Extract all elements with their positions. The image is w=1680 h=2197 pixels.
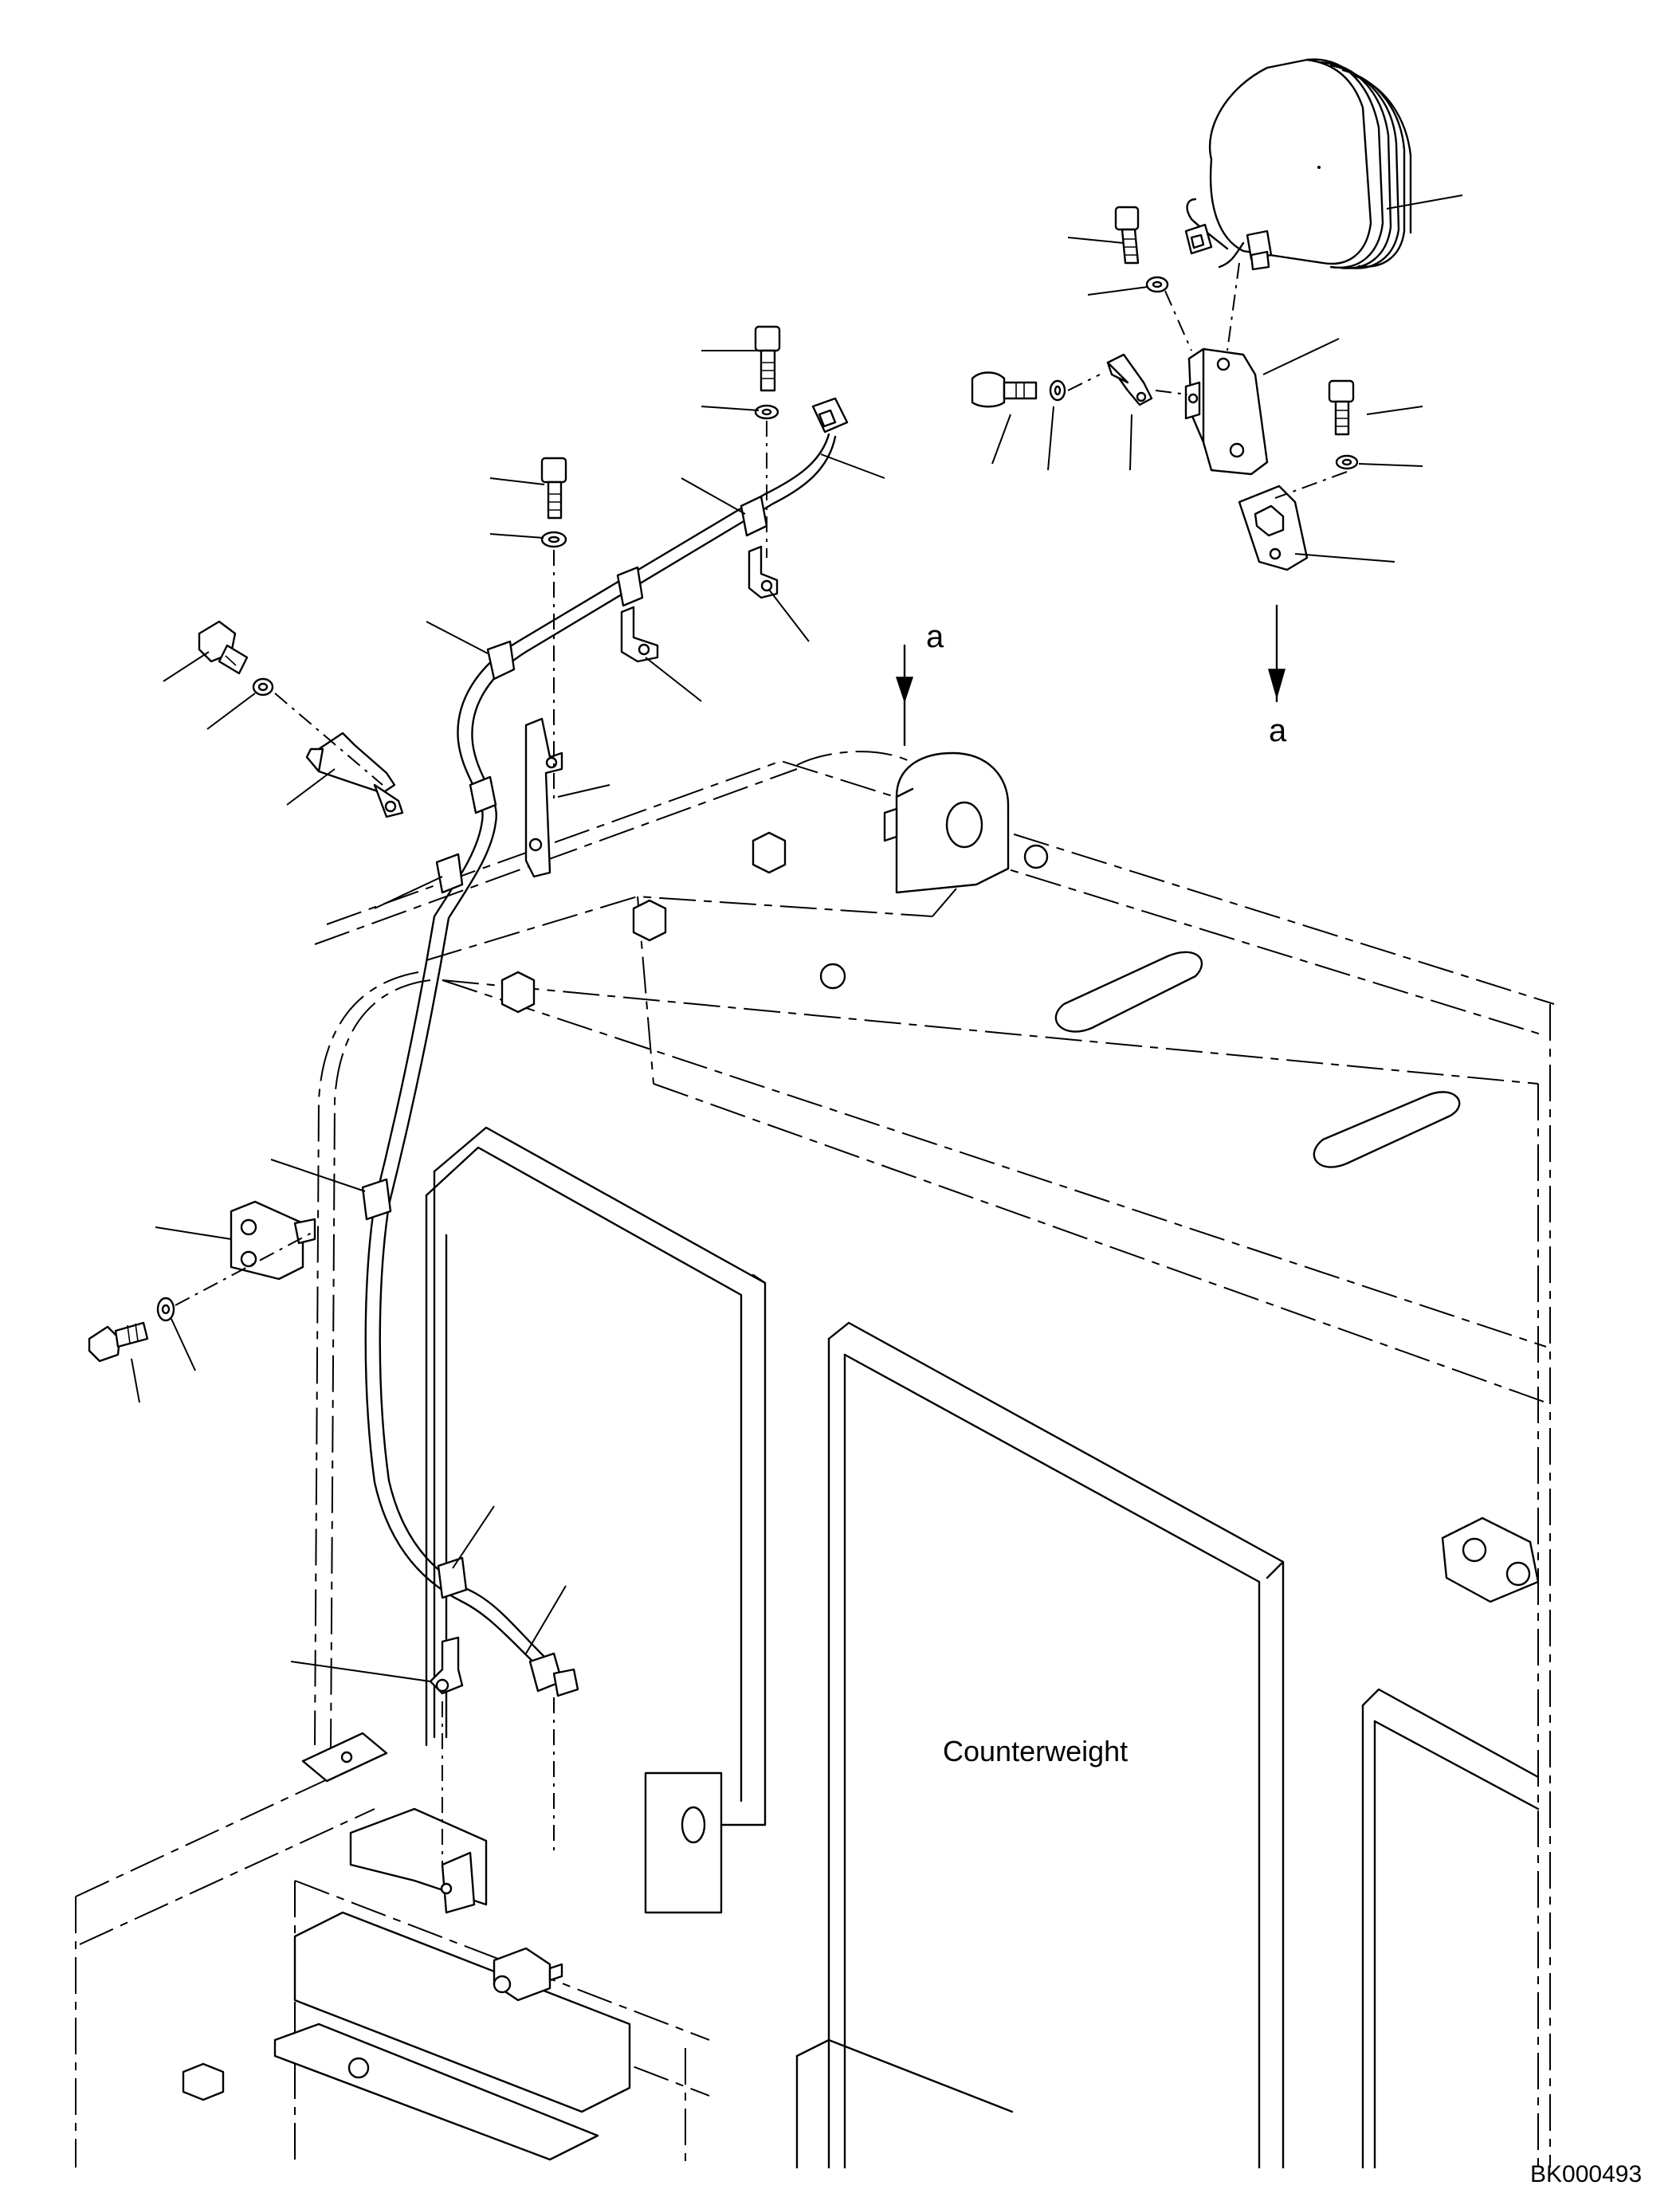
- assembly-center-lines: [175, 262, 1348, 1865]
- drawing-code: BK000493: [1530, 2161, 1642, 2187]
- leader-lines: [131, 194, 1463, 1682]
- wiring-harness: [361, 397, 849, 1697]
- counterweight-panels: [273, 1126, 1540, 2169]
- view-arrow-label-top: a: [926, 619, 944, 654]
- lower-mount-details: [182, 1732, 563, 2101]
- view-arrows: [895, 604, 1286, 747]
- battery-terminal: [1441, 1516, 1540, 1603]
- top-bolt-blocks: [500, 831, 846, 1014]
- lifting-eye: [883, 751, 1049, 894]
- top-slots: [1054, 951, 1461, 1168]
- view-arrow-label-right: a: [1269, 713, 1287, 748]
- brackets: [230, 545, 779, 1695]
- counterweight-label: Counterweight: [943, 1735, 1128, 1767]
- working-lamp-assembly: [971, 58, 1412, 571]
- counterweight-outline: [75, 751, 1555, 2168]
